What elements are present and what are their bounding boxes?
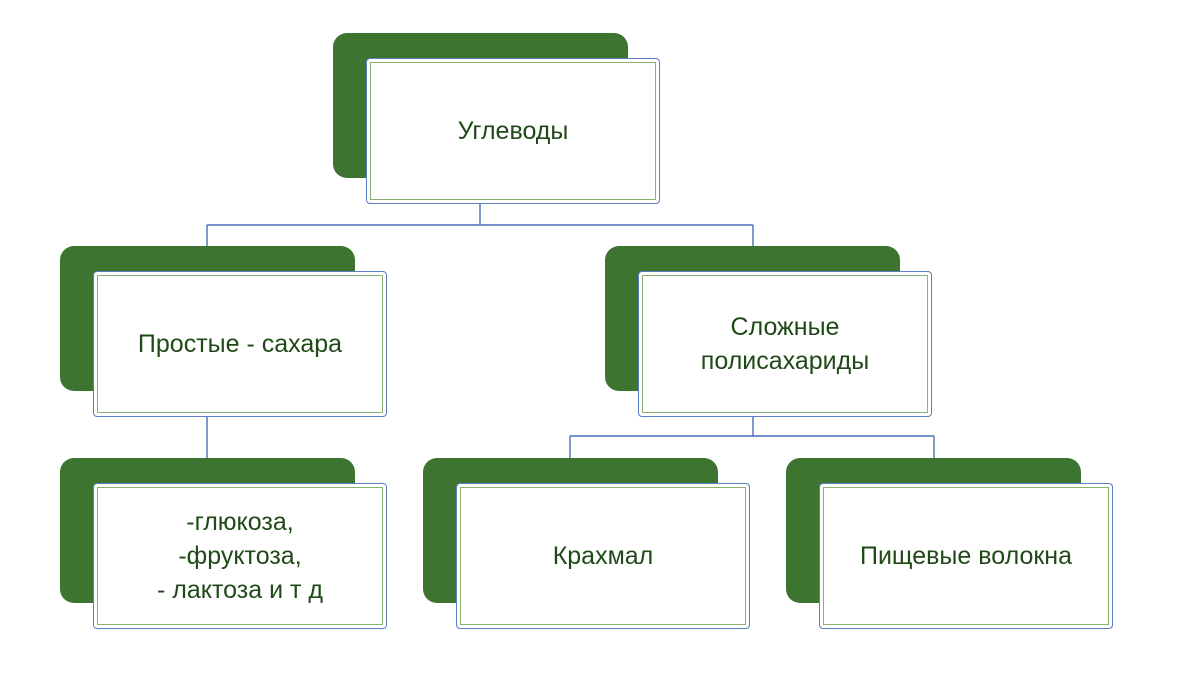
node-box: -глюкоза, -фруктоза, - лактоза и т д [93, 483, 387, 629]
node-label-simple-sugars: Простые - сахара [137, 330, 343, 358]
node-box: Простые - сахара [93, 271, 387, 417]
connector-root-to-children [206, 200, 754, 246]
node-box: Сложные полисахариды [638, 271, 932, 417]
node-label-complex-polysaccharides: Сложные полисахариды [700, 313, 870, 375]
connector-complex-to-children [569, 414, 935, 458]
node-box: Пищевые волокна [819, 483, 1113, 629]
node-box: Углеводы [366, 58, 660, 204]
node-label-dietary-fiber: Пищевые волокна [860, 542, 1072, 570]
node-label-simple-examples: -глюкоза, -фруктоза, - лактоза и т д [157, 508, 323, 604]
node-box: Крахмал [456, 483, 750, 629]
node-label-carbohydrates: Углеводы [457, 117, 569, 145]
node-label-starch: Крахмал [552, 542, 654, 570]
